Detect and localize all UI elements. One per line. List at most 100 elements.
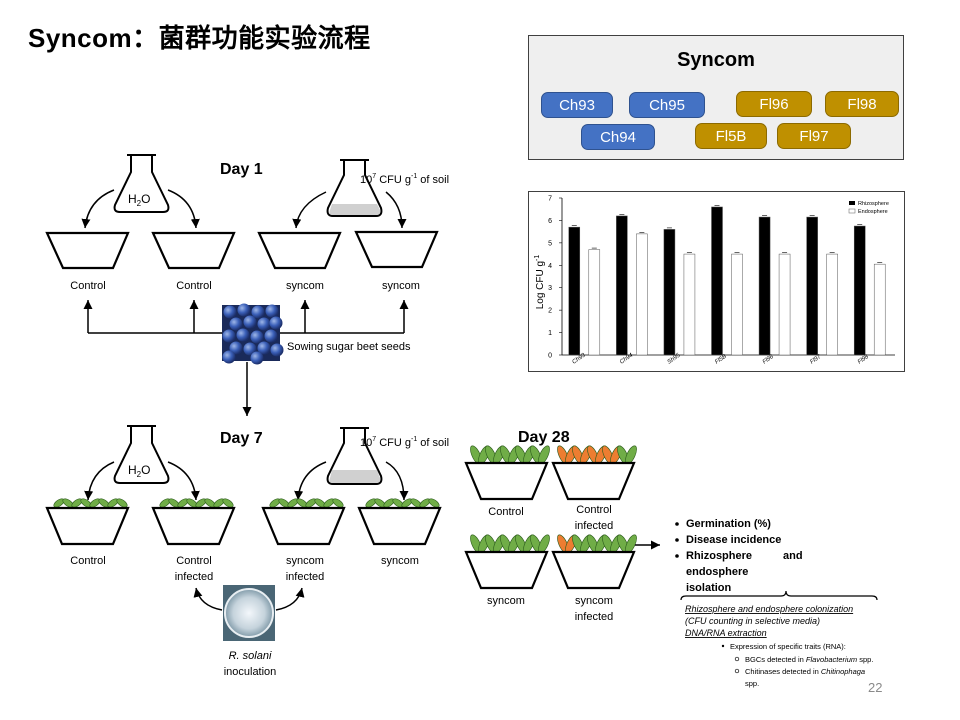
d28-pot-syncom-infected (551, 550, 636, 590)
seed-dot (257, 341, 271, 355)
seed-dot (223, 305, 237, 319)
legend-label-rhizosphere: Rhizosphere (858, 201, 889, 207)
detail-expression: Expression of specific traits (RNA): (730, 642, 846, 651)
detail-bgcs: BGCs detected in Flavobacterium spp. (745, 655, 873, 664)
outcome-isolation: isolation (686, 582, 732, 594)
d7-pot-syncom-infected (261, 506, 346, 546)
seedling-leaf (116, 498, 128, 508)
slide-title: Syncom：菌群功能实验流程 (28, 23, 371, 53)
d7-label-syncom-infected-2: infected (286, 571, 325, 583)
curly-brace (680, 590, 878, 601)
seed-dot (237, 303, 251, 317)
outcome-germination: Germination (%) (686, 518, 771, 530)
d7-label-control-infected-1: Control (176, 555, 211, 567)
d28-pot-syncom (464, 550, 549, 590)
chart-ytick-label: 5 (548, 240, 552, 247)
seed-dot (265, 304, 279, 318)
cfu-label-day1: 107 CFU g-1 of soil (360, 173, 449, 186)
pot-syncom-1 (257, 231, 342, 270)
seedling-leaf (222, 498, 234, 508)
d7-label-syncom-infected-1: syncom (286, 555, 324, 567)
detail-extraction: DNA/RNA extraction (685, 628, 767, 638)
strain-pill-fl97: Fl97 (777, 123, 851, 149)
seedling-leaf (428, 498, 440, 508)
chart-bar-endosphere-fl98 (873, 263, 886, 356)
strain-pill-fl98: Fl98 (825, 91, 899, 117)
d28-label-syncom-infected-2: infected (575, 611, 614, 623)
detail-colonization: Rhizosphere and endosphere colonization (685, 604, 853, 614)
seed-dot (243, 342, 257, 356)
outcome-endosphere: endosphere (686, 566, 748, 578)
chart-ylabel: Log CFU g-1 (534, 255, 546, 310)
legend-swatch-endosphere (848, 208, 856, 214)
rsolani-label: R. solani (229, 650, 272, 662)
syncom-flask-icon (326, 159, 383, 217)
strain-pill-ch95: Ch95 (629, 92, 705, 118)
seed-dot (250, 351, 264, 365)
d28-label-syncom-infected-1: syncom (575, 595, 613, 607)
seed-dot (251, 305, 265, 319)
outcome-rhizosphere: Rhizosphere (686, 550, 752, 562)
page-number: 22 (868, 680, 883, 695)
d7-label-syncom: syncom (381, 555, 419, 567)
chart-bar-rhizosphere-ch93 (568, 226, 581, 356)
chart-ytick-label: 7 (548, 196, 552, 203)
d7-pot-control (45, 506, 130, 546)
chart-ytick-label: 1 (548, 330, 552, 337)
d7-pot-syncom (357, 506, 442, 546)
outcomes-list: Germination (%) Disease incidence Rhizos… (675, 518, 803, 594)
chart-ytick-label: 0 (548, 353, 552, 360)
pot-label-control-1: Control (70, 280, 105, 292)
pot-control-1 (45, 231, 130, 270)
seed-dot (243, 315, 257, 329)
seed-dot (270, 343, 284, 357)
d7-label-control: Control (70, 555, 105, 567)
d7-label-control-infected-2: infected (175, 571, 214, 583)
seed-dot (229, 317, 243, 331)
syncom-flask-icon-day7 (326, 427, 383, 485)
d28-label-control-infected-1: Control (576, 504, 611, 516)
chart-bar-rhizosphere-fl96 (758, 216, 771, 356)
chart-bar-endosphere-fl97 (826, 253, 838, 356)
cfu-label-day7: 107 CFU g-1 of soil (360, 436, 449, 449)
day7-label: Day 7 (220, 430, 263, 447)
pot-label-syncom-1: syncom (286, 280, 324, 292)
water-label-day7: H2O (128, 463, 150, 479)
seedling-leaf (332, 498, 344, 508)
sugar-beet-seeds-image (222, 303, 284, 365)
seed-dot (229, 341, 243, 355)
chart-bar-endosphere-fl96 (778, 253, 791, 356)
seed-dot (257, 317, 271, 331)
chart-ytick-label: 4 (548, 263, 552, 270)
chart-bar-endosphere-ch93 (588, 249, 601, 356)
d28-label-control-infected-2: infected (575, 520, 614, 532)
chart-bar-rhizosphere-sh95 (663, 229, 676, 356)
strain-pill-ch94: Ch94 (581, 124, 655, 150)
seed-dot (269, 316, 283, 330)
chart-ytick-label: 2 (548, 308, 552, 315)
chart-bar-rhizosphere-fl98 (853, 225, 866, 356)
chart-xtick-label: Fl96 (762, 354, 776, 366)
seed-dot (250, 330, 264, 344)
sowing-label: Sowing sugar beet seeds (287, 341, 411, 353)
detail-cfu-counting: (CFU counting in selective media) (685, 616, 820, 626)
syncom-strain-panel: Syncom Ch93 Ch95 Ch94 Fl96 Fl98 Fl5B Fl9… (528, 35, 904, 160)
inoculation-label: inoculation (224, 666, 277, 678)
water-label: H2O (128, 192, 150, 208)
d28-label-syncom: syncom (487, 595, 525, 607)
strain-pill-fl96: Fl96 (736, 91, 812, 117)
detail-spp: spp. (745, 679, 759, 688)
d28-pot-control (464, 461, 549, 501)
day1-label: Day 1 (220, 161, 263, 178)
detail-chitinases: Chitinases detected in Chitinophaga (745, 667, 865, 676)
chart-bar-endosphere-fl5b (731, 253, 743, 356)
d7-pot-control-infected (151, 506, 236, 546)
seed-dot (222, 350, 236, 364)
legend-label-endosphere: Endosphere (858, 209, 888, 215)
pot-label-syncom-2: syncom (382, 280, 420, 292)
pot-syncom-2 (354, 230, 439, 269)
water-flask-icon-day7: H2O (113, 425, 170, 484)
syncom-panel-title: Syncom (677, 49, 755, 71)
